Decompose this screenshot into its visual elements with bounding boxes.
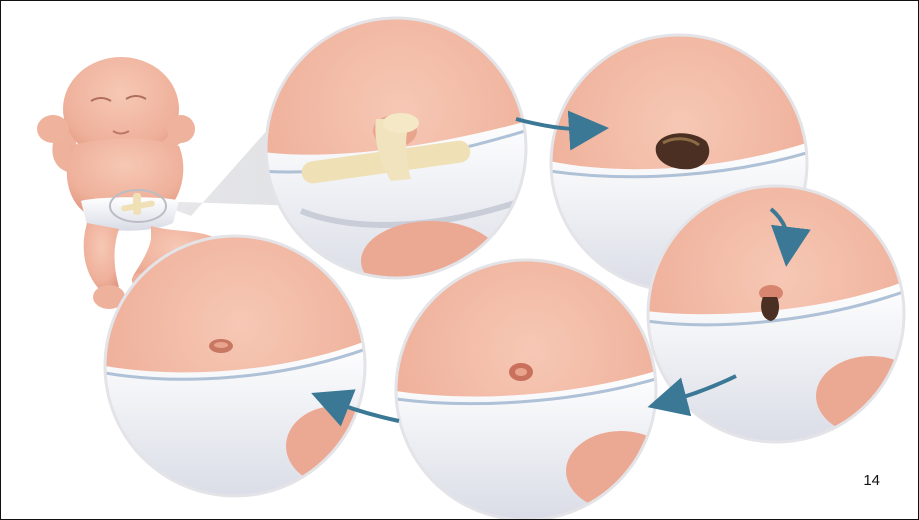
page-number: 14	[863, 472, 880, 489]
stage-5-healed-navel	[101, 231, 386, 501]
stage-4-healing-navel	[391, 256, 676, 519]
